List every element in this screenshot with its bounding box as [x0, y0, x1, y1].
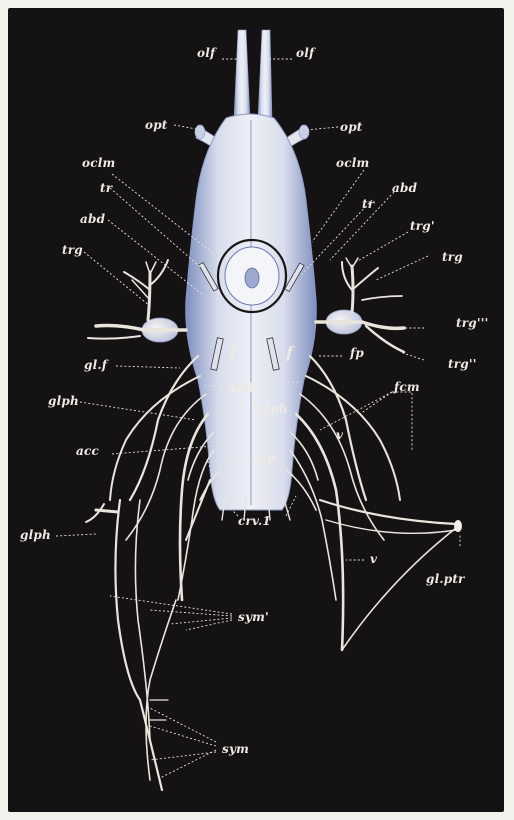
label-gl-f: gl.f — [84, 358, 107, 372]
label-trg-left: trg — [62, 243, 83, 257]
label-trg-right-3: trg''' — [456, 316, 488, 330]
label-fp: fp — [350, 346, 364, 360]
label-opt-left: opt — [145, 118, 168, 132]
label-sym: sym — [222, 742, 249, 756]
brain — [186, 114, 317, 510]
label-trg-right-1: trg' — [410, 219, 435, 233]
label-olf-right: olf — [296, 46, 314, 60]
label-olf-left: olf — [197, 46, 215, 60]
label-trg-right-2: trg — [442, 250, 463, 264]
label-f-right: f — [286, 346, 293, 360]
label-crv1: crv.1 — [238, 514, 271, 528]
label-hp: hp — [258, 451, 276, 465]
label-oclm-right: oclm — [336, 156, 369, 170]
label-abd-left: abd — [80, 212, 105, 226]
label-oclm-left: oclm — [82, 156, 115, 170]
label-tr-right: tr — [362, 197, 374, 211]
label-acc: acc — [76, 444, 99, 458]
olfactory-tracts — [234, 30, 272, 120]
label-sym-prime: sym' — [238, 610, 269, 624]
label-gl-ptr: gl.ptr — [426, 572, 465, 586]
label-trg-right-4: trg'' — [448, 357, 477, 371]
label-aud: aud — [228, 381, 254, 395]
label-v-right: v — [370, 552, 377, 566]
label-glph-center: glph — [257, 402, 288, 416]
label-fcm: fcm — [394, 380, 420, 394]
label-glph-left-1: glph — [48, 394, 79, 408]
label-v-center-2: v — [336, 428, 343, 442]
label-f-left: f — [229, 346, 236, 360]
posterior-ganglion — [454, 520, 462, 532]
label-v-center-1: v — [252, 397, 259, 411]
label-opt-right: opt — [340, 120, 363, 134]
label-abd-right: abd — [392, 181, 417, 195]
label-tr-left: tr — [100, 181, 112, 195]
label-glph-left-2: glph — [20, 528, 51, 542]
